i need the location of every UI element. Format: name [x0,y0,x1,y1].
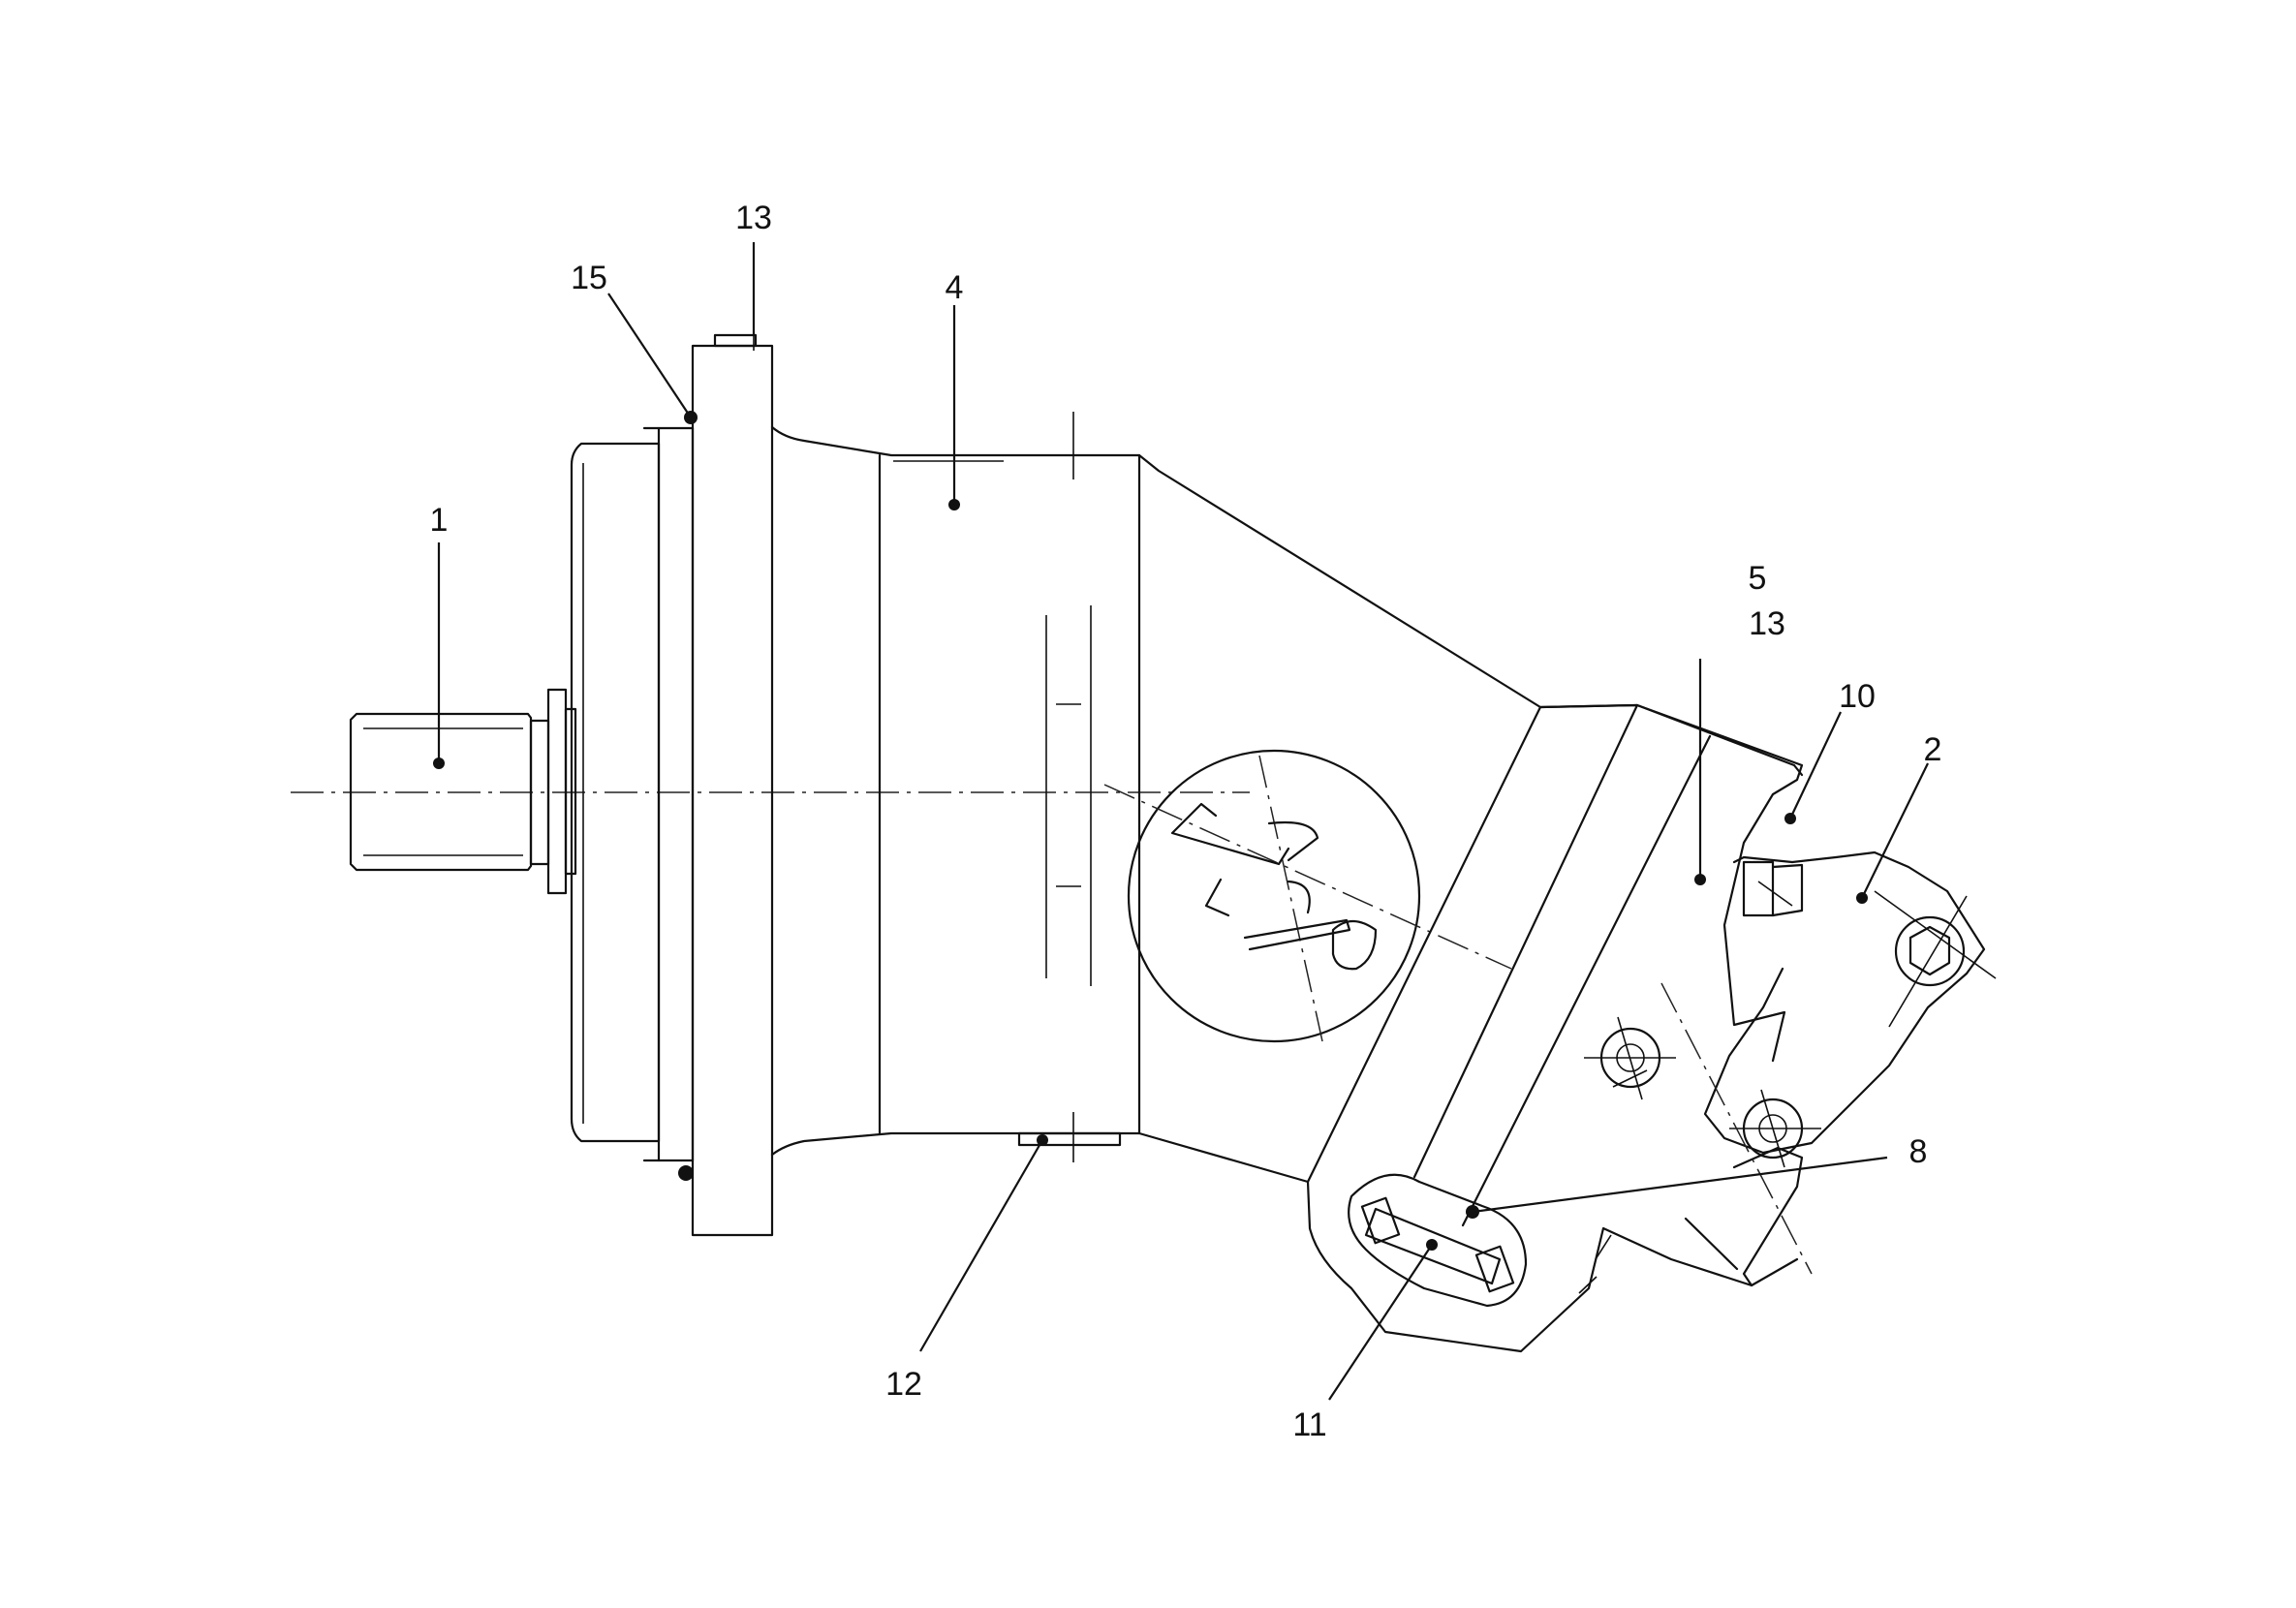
callout-labels: 1 15 13 4 5 13 10 2 8 11 12 [430,200,1942,1443]
callout-13-right: 13 [1749,605,1785,642]
port-plate [1306,703,1804,1294]
port-plate-screws [1584,982,1821,1275]
callout-1: 1 [430,502,449,539]
callout-10: 10 [1839,678,1876,715]
housing [770,412,1804,1353]
callout-11: 11 [1292,1407,1326,1443]
callout-8: 8 [1909,1133,1928,1170]
mounting-flange [691,320,774,1237]
callout-2: 2 [1924,731,1942,768]
callout-12: 12 [885,1366,922,1403]
callout-4: 4 [946,269,964,306]
output-shaft [349,688,577,895]
callout-15: 15 [571,260,607,296]
detail-view-circle [1103,749,1512,1043]
control-valve-block [1703,850,1997,1155]
front-cover [570,426,695,1162]
callout-13-top: 13 [735,200,772,236]
cutaway-pin-detail [1348,1173,1528,1308]
callout-leaders [433,242,1929,1401]
callout-5: 5 [1749,560,1767,597]
